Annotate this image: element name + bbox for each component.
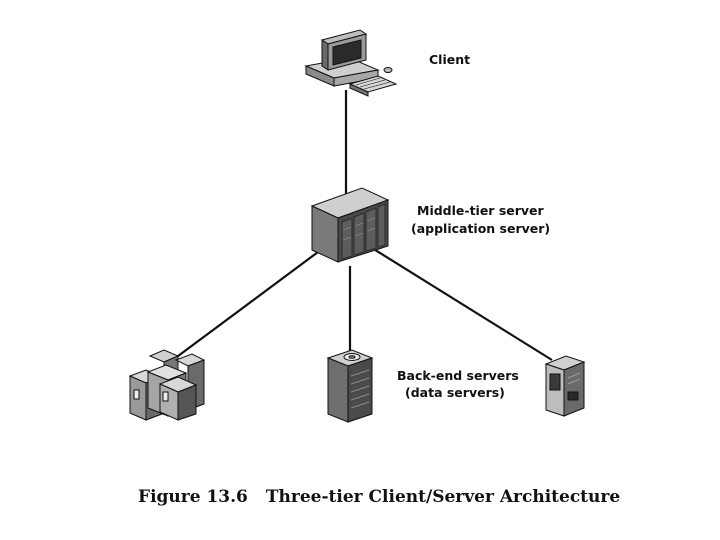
rack-server-icon	[310, 187, 390, 263]
figure-title: Three-tier Client/Server Architecture	[265, 487, 621, 507]
figure-number: Figure 13.6	[138, 487, 248, 507]
figure-caption: Figure 13.6 Three-tier Client/Server Arch…	[138, 487, 620, 507]
cluster-server-icon	[128, 349, 206, 421]
cabinet-server-icon	[544, 355, 586, 417]
link-middle-right	[371, 247, 553, 361]
client-label: Client	[429, 52, 471, 67]
middle-tier-label-line1: Middle-tier server	[417, 203, 544, 218]
backend-label-line1: Back-end servers	[397, 368, 519, 383]
connection-lines	[169, 90, 553, 363]
backend-label-line2: (data servers)	[405, 385, 505, 400]
middle-tier-label-line2: (application server)	[411, 221, 551, 236]
link-middle-left	[169, 251, 319, 363]
tower-server-icon	[326, 349, 374, 423]
desktop-computer-icon	[304, 29, 398, 97]
